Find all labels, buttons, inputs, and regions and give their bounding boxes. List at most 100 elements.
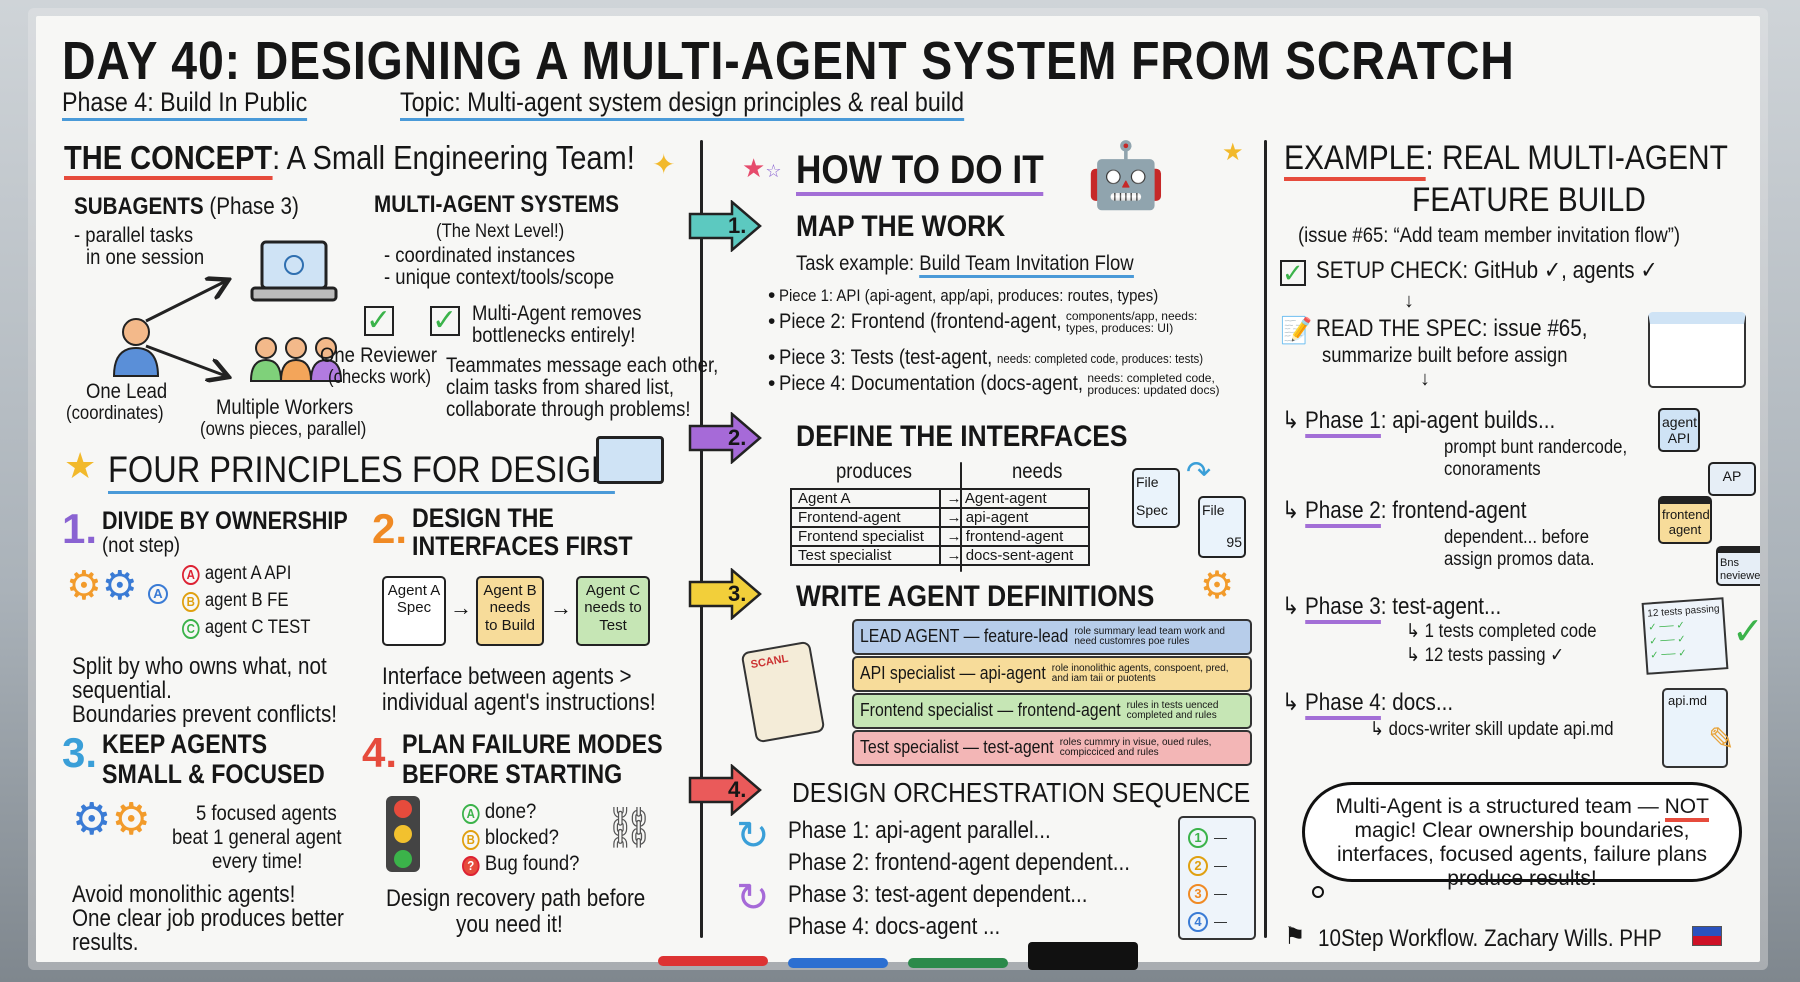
green-marker[interactable] (908, 958, 1008, 968)
multi-line: (The Next Level!) (436, 221, 565, 242)
blue-marker[interactable] (788, 958, 888, 968)
needs-value: api-agent (965, 509, 1029, 526)
p3-note: results. (72, 929, 139, 956)
eraser[interactable] (1028, 942, 1138, 970)
p4-note: Design recovery path before (386, 885, 646, 912)
file-label: File (1202, 502, 1225, 518)
checklist-num: 3 (1188, 884, 1208, 904)
whiteboard: DAY 40: DESIGNING A MULTI-AGENT SYSTEM F… (36, 16, 1760, 962)
setup-check: SETUP CHECK: GitHub ✓, agents ✓ (1316, 257, 1658, 284)
phase-sub-text: docs-writer skill update api.md (1388, 719, 1614, 740)
checklist-num: 1 (1188, 828, 1208, 848)
icon-label: neviewer (1720, 569, 1760, 582)
reviewer-label: One Reviewer (320, 344, 438, 367)
file-label: File (1136, 474, 1159, 490)
example-phase: ↳ Phase 4: docs... (1282, 689, 1454, 720)
read-spec-sub: summarize built before assign (1322, 344, 1568, 367)
phase-text: : docs... (1380, 689, 1454, 716)
needs-value: frontend-agent (965, 528, 1064, 545)
example-phase: ↳ Phase 2: frontend-agent (1282, 497, 1527, 528)
agent-letter: A (182, 565, 200, 585)
multi-title: MULTI-AGENT SYSTEMS (374, 191, 619, 218)
gears-icon: ⚙ (1200, 565, 1235, 607)
box-line: needs (489, 599, 531, 617)
example-heading-rest: : REAL MULTI-AGENT (1425, 139, 1728, 177)
role-main: LEAD AGENT — feature-lead (860, 626, 1069, 647)
broken-chain-icon: ⛓ (604, 806, 655, 850)
p2-number: 2. (372, 505, 408, 552)
piece-small: needs: completed code, produces: tests) (996, 350, 1203, 366)
cell-needs: → docs-sent-agent (938, 545, 1091, 566)
robots-icon: 🤖 (1086, 139, 1166, 211)
divider-right (1264, 140, 1267, 938)
star-icon: ★☆ (742, 153, 782, 183)
down-arrow-icon: ↓ (1420, 368, 1430, 390)
step-arrow-1 (688, 200, 762, 252)
example-heading-key: EXAMPLE (1284, 139, 1426, 181)
icon-label: Bns (1720, 557, 1739, 569)
box-line: Test (599, 616, 627, 634)
reviewer-check-icon: ✓ (364, 306, 394, 336)
bottleneck-check-icon: ✓ (430, 306, 460, 336)
box-line: needs to (584, 599, 642, 617)
footer-credit: 10Step Workflow. Zachary Wills. PHP (1318, 925, 1662, 952)
subagents-title: SUBAGENTS (Phase 3) (74, 193, 299, 220)
p3-quote: 5 focused agents (196, 802, 337, 825)
box-line: Agent B (483, 582, 537, 599)
removes-line: bottlenecks entirely! (472, 324, 636, 347)
p1-note: Split by who owns what, not (72, 653, 327, 680)
piece-main: Piece 4: Documentation (docs-agent, (779, 372, 1084, 395)
tests-checklist-icon: 12 tests passing✓ ── ✓✓ ── ✓✓ ── ✓ (1641, 597, 1729, 675)
workers-sub: (owns pieces, parallel) (200, 419, 367, 440)
step-title: DESIGN ORCHESTRATION SEQUENCE (792, 777, 1251, 808)
pencil-icon: ✎ (1708, 721, 1735, 757)
agent-letter: C (182, 619, 200, 639)
state-letter: A (462, 804, 480, 824)
concept-heading-key: THE CONCEPT (64, 139, 273, 180)
agent-label: agent A API (204, 563, 292, 584)
checklist-num: 4 (1188, 912, 1208, 932)
ph-flag-icon (1692, 926, 1722, 946)
role-main: API specialist — api-agent (860, 663, 1046, 684)
cell-produces: Frontend specialist (790, 526, 941, 547)
concept-heading: THE CONCEPT: A Small Engineering Team! (64, 139, 635, 180)
phase-label: Phase 4: Build In Public (62, 87, 308, 121)
red-marker[interactable] (658, 956, 768, 966)
whiteboard-frame: DAY 40: DESIGNING A MULTI-AGENT SYSTEM F… (28, 8, 1768, 970)
p3-note: Avoid monolithic agents! (72, 881, 296, 908)
checklist-num: 2 (1188, 856, 1208, 876)
checklist-icon: 1— 2— 3— 4— (1178, 816, 1256, 940)
state-letter: ? (462, 856, 480, 876)
step-title: MAP THE WORK (796, 210, 1006, 243)
icon-label: AP (1722, 468, 1742, 484)
step-arrow-3 (688, 568, 762, 620)
page-title: DAY 40: DESIGNING A MULTI-AGENT SYSTEM F… (62, 31, 1515, 91)
p2-title: DESIGN THE (412, 503, 554, 533)
piece-small: components/app, needs: types, produces: … (1065, 309, 1198, 335)
step-number: 1. (728, 213, 747, 238)
how-heading: HOW TO DO IT (796, 148, 1044, 196)
piece-item: •Piece 3: Tests (test-agent,needs: compl… (768, 346, 1203, 369)
phase-sub: ↳ docs-writer skill update api.md (1370, 719, 1614, 740)
curved-arrow-icon: ↷ (1186, 456, 1212, 489)
topic-label: Topic: Multi-agent system design princip… (400, 87, 964, 121)
p3-number: 3. (62, 729, 98, 776)
file-label: Spec (1136, 502, 1168, 519)
piece-item: •Piece 1: API (api-agent, app/api, produ… (768, 284, 1159, 307)
teammates-line: Teammates message each other, (446, 354, 719, 377)
teammates-line: collaborate through problems! (446, 398, 691, 421)
task-example: Task example: Build Team Invitation Flow (796, 252, 1134, 278)
scroll-label: SCANL (749, 652, 790, 672)
example-phase: ↳ Phase 3: test-agent... (1282, 593, 1501, 624)
read-spec: READ THE SPEC: issue #65, (1316, 315, 1588, 342)
table-row: Test specialist→ docs-sent-agent (790, 545, 1091, 566)
step-number: 4. (728, 777, 747, 802)
step-title: DEFINE THE INTERFACES (796, 420, 1128, 453)
